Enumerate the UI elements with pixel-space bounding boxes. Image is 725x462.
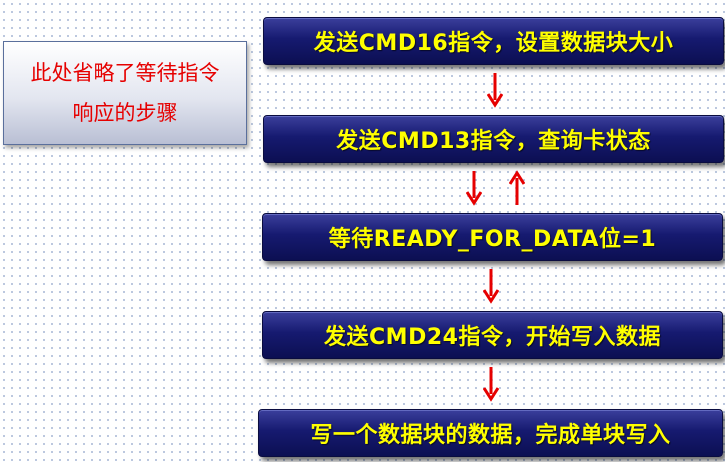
arrow-down-icon	[487, 73, 503, 108]
step-wait-ready-for-data: 等待READY_FOR_DATA位=1	[262, 213, 723, 261]
step-label: 写一个数据块的数据，完成单块写入	[310, 423, 671, 448]
step-label: 发送CMD13指令，查询卡状态	[336, 129, 651, 154]
step-label: 发送CMD16指令，设置数据块大小	[313, 31, 674, 56]
arrow-down-icon	[483, 269, 499, 304]
arrow-down-icon	[466, 171, 482, 206]
note-box: 此处省略了等待指令响应的步骤	[3, 41, 247, 145]
step-set-block-size: 发送CMD16指令，设置数据块大小	[263, 17, 724, 65]
arrow-down-icon	[483, 367, 499, 402]
arrow-up-icon	[509, 170, 525, 205]
step-label: 发送CMD24指令，开始写入数据	[324, 325, 661, 350]
step-write-block-data: 写一个数据块的数据，完成单块写入	[258, 409, 723, 457]
step-query-card-status: 发送CMD13指令，查询卡状态	[263, 115, 724, 163]
step-start-write: 发送CMD24指令，开始写入数据	[262, 311, 723, 359]
note-text: 此处省略了等待指令响应的步骤	[30, 61, 220, 125]
step-label: 等待READY_FOR_DATA位=1	[328, 227, 657, 252]
